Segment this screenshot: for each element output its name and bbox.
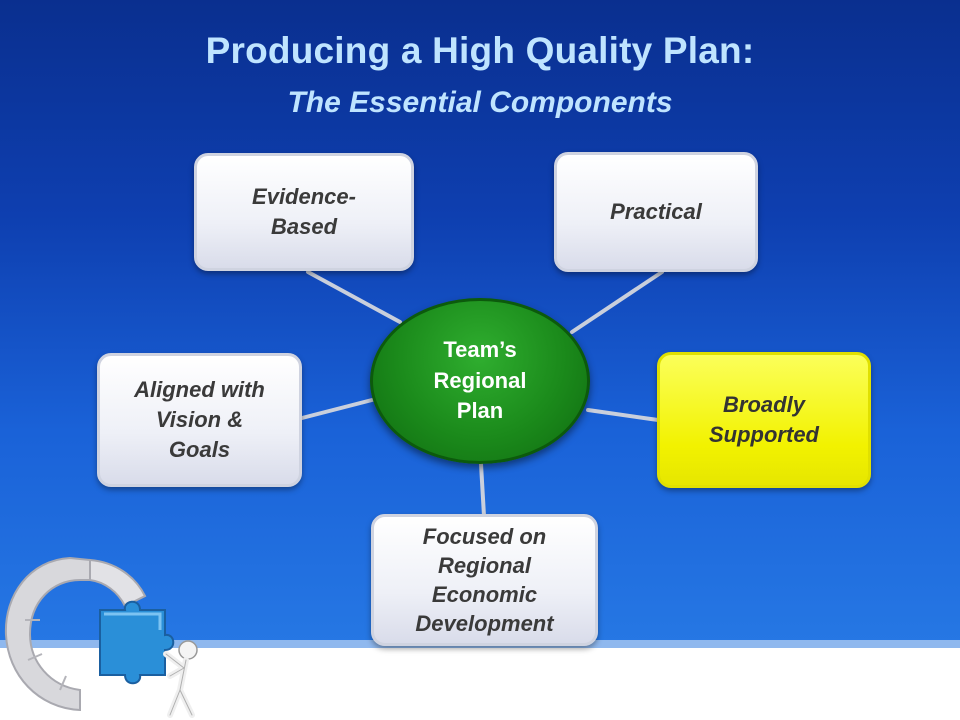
node-line: Based [270, 214, 338, 239]
node-line: Vision & [155, 407, 244, 433]
node-line: Evidence- [252, 184, 356, 210]
node-line: Practical [610, 199, 702, 225]
center-line: Team’s [443, 336, 517, 362]
node-line: Focused on [422, 523, 547, 549]
node-line: Development [415, 611, 554, 637]
node-practical: Practical [554, 152, 758, 272]
connector-practical [570, 270, 664, 334]
node-line: Supported [709, 422, 819, 447]
puzzle-figure-icon [4, 556, 198, 718]
center-line: Regional [433, 367, 527, 393]
node-line: Broadly [723, 392, 805, 418]
slide-title: Producing a High Quality Plan: [205, 30, 755, 71]
center-line: Plan [456, 398, 504, 424]
node-evidence-based: Evidence- Based [194, 153, 414, 271]
slide-subtitle: The Essential Components [287, 86, 673, 119]
connector-focused [479, 462, 486, 518]
connector-evidence [306, 270, 402, 324]
connector-broadly [586, 408, 660, 422]
node-line: Economic [431, 582, 538, 607]
connector-aligned [300, 398, 374, 420]
node-line: Aligned with [134, 377, 265, 403]
node-line: Goals [168, 436, 231, 462]
node-line: Regional [438, 552, 531, 578]
